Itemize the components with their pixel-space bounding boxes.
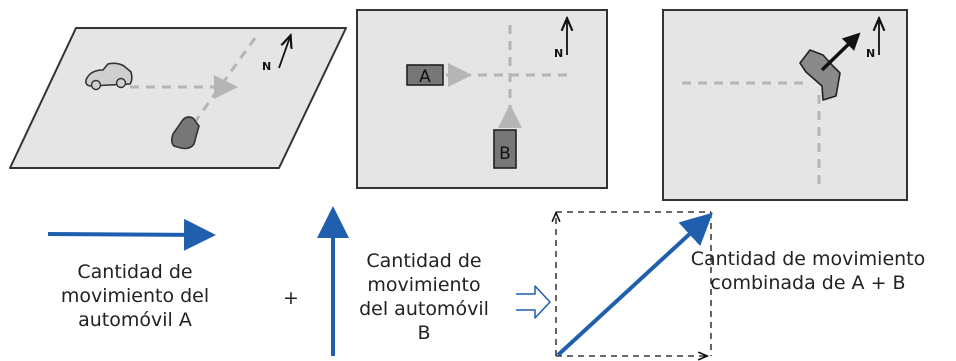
combined-caption: Cantidad de movimiento combinada de A + …	[690, 248, 926, 294]
north-arrow-icon: N	[262, 37, 290, 73]
car-a-icon	[85, 62, 133, 91]
panel-3-ground	[662, 9, 908, 201]
car-a-caption: Cantidad de movimiento del automóvil A	[60, 261, 210, 331]
north-label: N	[866, 47, 875, 60]
panel-1-ground	[9, 27, 347, 169]
wreck-icon	[799, 49, 841, 101]
car-a-momentum-vector	[47, 218, 216, 251]
hollow-arrow-icon	[516, 285, 551, 319]
car-b-block: B	[493, 129, 517, 169]
panel-2-ground	[356, 9, 608, 189]
combined-direction-arrow	[820, 32, 861, 72]
panel-1-street-perspective: N	[9, 27, 347, 169]
plus-sign: +	[283, 287, 299, 309]
north-label: N	[554, 47, 563, 60]
north-arrow-icon: N	[866, 20, 879, 60]
svg-text:A: A	[419, 67, 431, 87]
panel-3-collision-view: N	[662, 9, 908, 201]
north-arrow-icon: N	[554, 20, 567, 60]
north-label: N	[262, 60, 271, 73]
car-b-icon	[170, 116, 200, 150]
panel-2-top-view: A B N	[356, 9, 608, 189]
svg-text:B: B	[499, 144, 511, 164]
car-b-caption: Cantidad de movimiento del automóvil B	[359, 250, 489, 344]
combined-momentum-vector	[556, 212, 713, 357]
car-a-block: A	[406, 64, 444, 87]
